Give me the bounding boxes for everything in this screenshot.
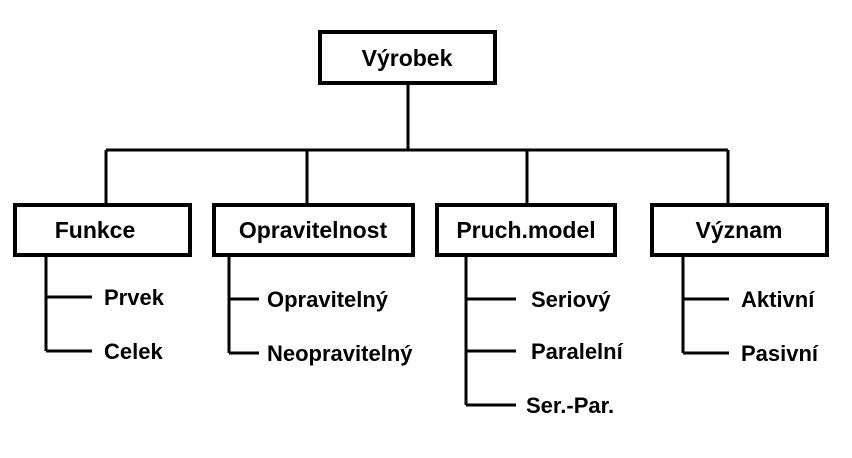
- root-node: Výrobek: [318, 30, 497, 85]
- root-label: Výrobek: [362, 45, 453, 71]
- category-box: [650, 203, 829, 257]
- category-label: Opravitelnost: [239, 217, 388, 243]
- branch-vyznam: [681, 255, 729, 355]
- category-label: Význam: [696, 217, 783, 243]
- category-node-pruch-model: Pruch.model: [435, 203, 617, 257]
- leaf-item: Celek: [104, 339, 163, 364]
- leaf-item: Opravitelný: [267, 287, 389, 312]
- category-box: [212, 203, 415, 257]
- category-node-opravitelnost: Opravitelnost: [212, 203, 415, 257]
- leaf-item: Pasivní: [741, 341, 819, 366]
- branch-pruch-model: [464, 255, 516, 407]
- leaf-items: Prvek Celek Opravitelný Neopravitelný Se…: [104, 285, 819, 418]
- branch-opravitelnost: [227, 255, 259, 355]
- leaf-item: Seriový: [531, 287, 611, 312]
- category-node-funkce: Funkce: [13, 203, 192, 257]
- leaf-item: Neopravitelný: [267, 341, 413, 366]
- leaf-item: Prvek: [104, 285, 165, 310]
- category-label: Funkce: [55, 217, 136, 243]
- category-node-vyznam: Význam: [650, 203, 829, 257]
- root-box: [318, 30, 497, 85]
- leaf-item: Paralelní: [531, 339, 624, 364]
- leaf-item: Ser.-Par.: [526, 393, 614, 418]
- category-box: [435, 203, 617, 257]
- category-box: [13, 203, 192, 257]
- leaf-item: Aktivní: [741, 287, 815, 312]
- branch-funkce: [44, 255, 92, 353]
- connector-lines: [44, 83, 730, 407]
- category-label: Pruch.model: [456, 217, 595, 243]
